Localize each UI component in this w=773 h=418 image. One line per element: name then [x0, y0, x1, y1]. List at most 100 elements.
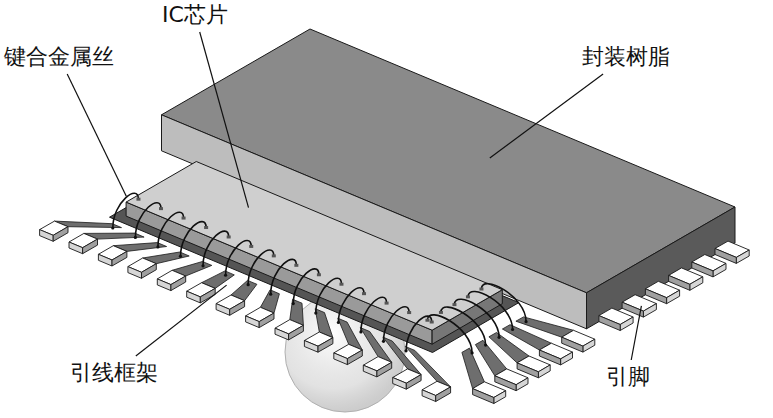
bond-pad	[339, 283, 343, 286]
bonding-wire	[226, 240, 252, 275]
lead-pin-side	[377, 362, 392, 377]
lead-pin-end	[494, 391, 506, 404]
part-label: 键合金属丝	[2, 44, 116, 70]
lead-pin-end	[69, 242, 83, 254]
lead-pin-side	[230, 301, 245, 316]
lead-pin-side	[289, 325, 304, 340]
bond-point	[179, 255, 182, 258]
bond-point	[134, 236, 137, 239]
bond-point	[337, 321, 340, 324]
lead-pin-side	[53, 227, 68, 242]
bonding-wire	[248, 250, 274, 285]
bond-pad	[407, 311, 411, 314]
leader-line	[631, 306, 641, 360]
lead-pin-side	[495, 376, 516, 391]
part-label: IC芯片	[160, 2, 230, 28]
part-label: 引脚	[604, 364, 652, 390]
lead-pin-side	[142, 264, 157, 279]
bond-pad	[452, 303, 456, 306]
resin-front-face	[587, 207, 736, 329]
resin-pin-side	[599, 316, 620, 331]
resin-pin-side	[645, 289, 666, 304]
bond-pad	[466, 295, 470, 298]
bond-point	[269, 293, 272, 296]
lead-pin-end	[538, 365, 550, 378]
bonding-wire	[384, 307, 410, 342]
bonding-wire	[271, 259, 297, 294]
resin-pin-end	[690, 277, 703, 291]
lead-pin-side	[83, 239, 98, 254]
lead-finger	[516, 317, 574, 337]
bonding-wire	[113, 193, 139, 228]
bond-pad	[227, 235, 231, 238]
lead-pin-side	[562, 337, 583, 352]
bond-pad	[182, 217, 186, 220]
bond-pad	[425, 319, 429, 322]
bond-point	[111, 226, 114, 229]
bonding-wire	[135, 203, 161, 238]
resin-pin-end	[713, 263, 726, 277]
bonding-wire	[468, 291, 513, 329]
bonding-wire	[427, 315, 472, 353]
resin-pin-end	[667, 290, 680, 304]
bond-pad	[249, 245, 253, 248]
lead-pin-side	[112, 251, 127, 266]
bonding-wire	[158, 212, 184, 247]
lead-pin-end	[422, 390, 436, 402]
lead-pin-end	[40, 230, 54, 242]
bond-point	[511, 328, 514, 331]
bond-point	[314, 311, 317, 314]
lead-pin-end	[98, 254, 112, 266]
bond-pad	[430, 321, 434, 324]
resin-pin-side	[715, 249, 736, 264]
bond-point	[359, 330, 362, 333]
resin-pin-end	[620, 317, 633, 331]
lead-pin-end	[275, 328, 289, 340]
resin-pin-end	[643, 304, 656, 318]
bond-pad	[136, 198, 140, 201]
lead-pin-side	[318, 338, 333, 353]
lead-pin-side	[171, 276, 186, 291]
lead-pin-end	[216, 304, 230, 316]
lead-pin-end	[128, 267, 142, 279]
bonding-wire	[338, 288, 364, 323]
lead-pin-end	[334, 353, 348, 365]
bond-point	[382, 340, 385, 343]
bond-point	[156, 245, 159, 248]
leader-line	[200, 32, 249, 208]
leader-line	[67, 74, 126, 196]
bonding-wire	[203, 231, 229, 266]
lead-pin-end	[304, 341, 318, 353]
lead-pin-end	[246, 316, 260, 328]
leader-line	[136, 285, 227, 356]
bond-pad	[317, 273, 321, 276]
lead-finger	[360, 328, 391, 363]
lead-pin-side	[517, 363, 538, 378]
bond-point	[247, 283, 250, 286]
bond-point	[404, 349, 407, 352]
resin-pin-side	[669, 275, 690, 290]
part-label: 引线框架	[68, 360, 160, 386]
bonding-wire	[361, 297, 387, 332]
bonding-wire	[441, 307, 486, 345]
bond-pad	[204, 226, 208, 229]
lead-pin-side	[406, 375, 421, 390]
lead-pin-end	[187, 291, 201, 303]
bonding-wire	[181, 222, 207, 257]
lead-pin-end	[393, 378, 407, 390]
lead-pin-side	[473, 389, 494, 404]
bond-pad	[159, 207, 163, 210]
bond-pad	[272, 254, 276, 257]
lead-pin-end	[363, 365, 377, 377]
lead-pin-end	[516, 378, 528, 391]
bond-pad	[362, 292, 366, 295]
bond-point	[524, 320, 527, 323]
bonding-wire	[293, 269, 319, 304]
resin-pin-side	[692, 262, 713, 277]
lead-pin-side	[539, 350, 560, 365]
lead-pin-end	[157, 279, 171, 291]
bonding-wire	[481, 284, 526, 322]
lead-pin-end	[583, 339, 595, 352]
bond-point	[292, 302, 295, 305]
